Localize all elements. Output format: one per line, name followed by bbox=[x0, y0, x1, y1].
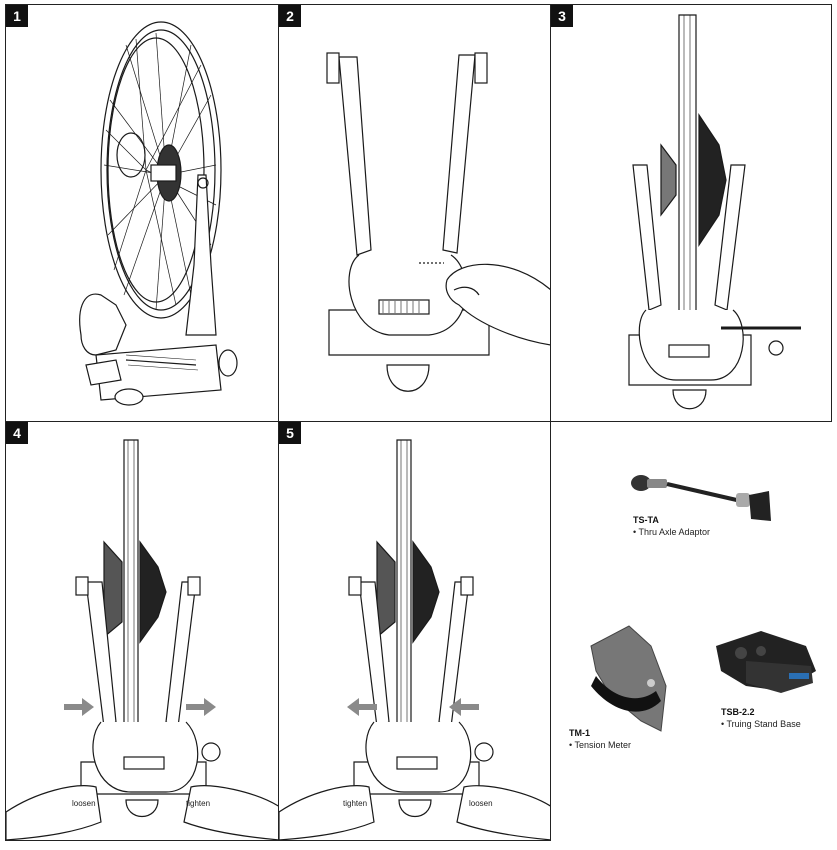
step-4-left-label: loosen bbox=[72, 799, 96, 808]
step-5-right-label: loosen bbox=[469, 799, 493, 808]
step-3-panel: 3 bbox=[550, 4, 832, 422]
tm-1-code: TM-1 bbox=[569, 728, 590, 738]
step-2-illustration bbox=[326, 52, 550, 392]
step-1-number: 1 bbox=[6, 5, 28, 27]
arrow-icons bbox=[347, 698, 479, 716]
step-5-illustration bbox=[279, 439, 550, 840]
step-4-right-label: tighten bbox=[186, 799, 211, 808]
accessory-images bbox=[590, 475, 816, 732]
ts-ta-name: • Thru Axle Adaptor bbox=[633, 527, 711, 537]
step-5-panel: 5 tighten loosen bbox=[278, 421, 551, 841]
step-4-number: 4 bbox=[6, 422, 28, 444]
step-1-panel: 1 bbox=[5, 4, 279, 422]
step-3-illustration bbox=[628, 14, 801, 410]
step-2-number: 2 bbox=[279, 5, 301, 27]
step-3-number: 3 bbox=[551, 5, 573, 27]
tsb-2-2-name: • Truing Stand Base bbox=[721, 719, 801, 729]
accessories-area: TS-TA • Thru Axle Adaptor TM-1 • Tension… bbox=[551, 421, 833, 841]
step-5-number: 5 bbox=[279, 422, 301, 444]
tm-1-name: • Tension Meter bbox=[569, 740, 632, 750]
step-4-panel: 4 loosen tighten bbox=[5, 421, 279, 841]
tension-meter-image bbox=[590, 625, 667, 732]
step-5-left-label: tighten bbox=[343, 799, 368, 808]
ts-ta-code: TS-TA bbox=[633, 515, 659, 525]
truing-stand-base-image bbox=[716, 631, 816, 693]
tsb-2-2-code: TSB-2.2 bbox=[721, 707, 755, 717]
step-1-illustration bbox=[79, 21, 238, 406]
thru-axle-image bbox=[631, 475, 771, 521]
arrow-icons bbox=[64, 698, 216, 716]
step-4-illustration bbox=[6, 439, 278, 840]
step-2-panel: 2 bbox=[278, 4, 551, 422]
